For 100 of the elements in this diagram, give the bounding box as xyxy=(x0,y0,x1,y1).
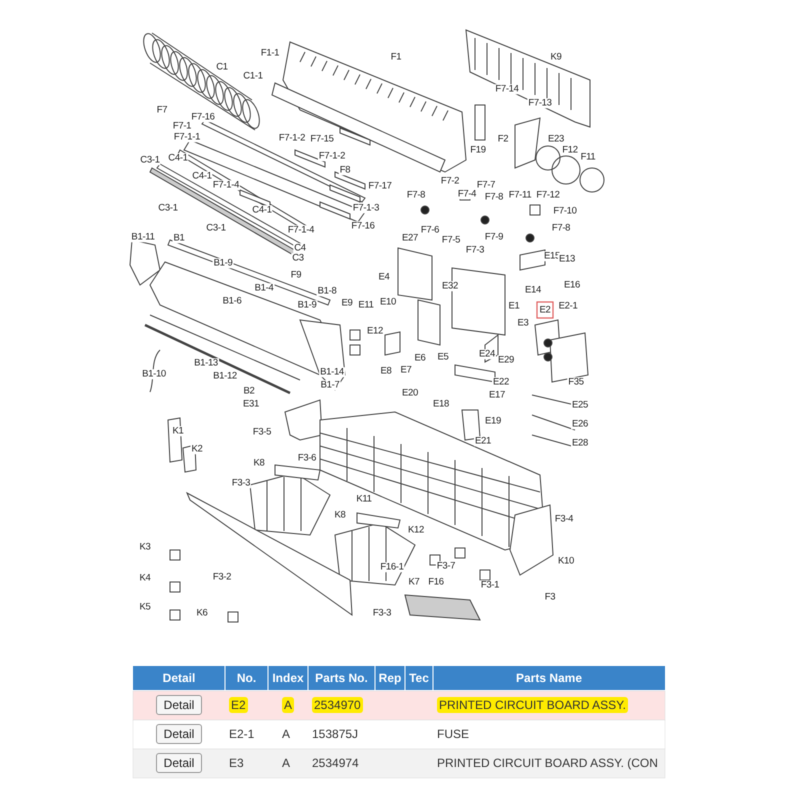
callout-number: E20 xyxy=(401,388,419,398)
callout-number: B1-7 xyxy=(320,380,340,390)
callout-number: C3 xyxy=(291,253,305,263)
callout-number: F11 xyxy=(580,152,596,162)
column-header: Index xyxy=(271,670,305,687)
callout-number: K6 xyxy=(195,608,209,618)
callout-number: F12 xyxy=(561,145,579,155)
callout-number: B1-12 xyxy=(212,371,238,381)
callout-number: E3 xyxy=(516,318,530,328)
callout-number: F8 xyxy=(338,165,352,175)
callout-number: E4 xyxy=(377,272,391,282)
part-number-cell: E2-1 xyxy=(229,728,254,740)
callout-number: B1-9 xyxy=(296,300,318,310)
callout-number: C3-1 xyxy=(157,203,179,213)
callout-number: F3-5 xyxy=(252,427,272,437)
part-number-cell: E3 xyxy=(229,757,244,769)
callout-number: E2-1 xyxy=(558,301,578,311)
callout-number: F16-1 xyxy=(379,562,405,572)
parts-number-cell: 2534970 xyxy=(312,697,363,713)
callout-number: F19 xyxy=(469,145,487,155)
callout-number: E25 xyxy=(571,400,589,410)
parts-number-cell: 2534974 xyxy=(312,757,359,769)
callout-number: E24 xyxy=(478,349,496,359)
callout-number: E23 xyxy=(547,134,565,144)
callout-number: K2 xyxy=(190,444,204,454)
callout-number: K8 xyxy=(333,510,347,520)
callout-number: E22 xyxy=(492,377,510,387)
callout-number: E7 xyxy=(399,365,413,375)
callout-number: F7-13 xyxy=(527,98,553,108)
parts-name-cell: PRINTED CIRCUIT BOARD ASSY. (CON xyxy=(437,757,658,769)
detail-button: Detail xyxy=(156,695,202,715)
callout-number: E31 xyxy=(242,399,260,409)
callout-number: F3-1 xyxy=(480,580,500,590)
callout-number: E32 xyxy=(441,281,459,291)
callout-number: B1-8 xyxy=(316,286,338,296)
callout-number: B1-4 xyxy=(254,283,274,293)
parts-number-cell: 153875J xyxy=(312,728,358,740)
callout-number: K1 xyxy=(171,426,185,436)
callout-number: K3 xyxy=(138,542,152,552)
callout-number: F3-6 xyxy=(296,453,318,463)
part-number-cell: E2 xyxy=(229,697,248,713)
callout-number: F1 xyxy=(390,52,402,62)
callout-number: C4-1 xyxy=(191,171,213,181)
callout-number: F7-9 xyxy=(484,232,504,242)
callout-number: F7-15 xyxy=(309,134,335,144)
callout-number: B1-6 xyxy=(222,296,242,306)
callout-number: K8 xyxy=(252,458,266,468)
callout-number: F7-1 xyxy=(172,121,192,131)
callout-number: F7-6 xyxy=(420,225,440,235)
callout-number: C1 xyxy=(215,62,229,72)
callout-number: F7-4 xyxy=(456,189,478,199)
callout-number: K12 xyxy=(407,525,425,535)
index-cell: A xyxy=(282,697,294,713)
callout-number: F7-12 xyxy=(535,190,561,200)
callout-number: F7-7 xyxy=(476,180,496,190)
callout-number: C1-1 xyxy=(242,71,264,81)
callout-number: K11 xyxy=(355,494,373,504)
callout-number: E2 xyxy=(538,305,552,315)
callout-number: B1-10 xyxy=(141,369,167,379)
callout-number: F7-1-4 xyxy=(212,180,240,190)
column-header: Parts Name xyxy=(514,670,584,687)
callout-number: C3-1 xyxy=(205,223,227,233)
callout-number: B1-9 xyxy=(212,258,234,268)
callout-number: E13 xyxy=(558,254,576,264)
callout-number: F3-3 xyxy=(372,608,392,618)
column-header: Detail xyxy=(162,670,196,687)
callout-number: C4-1 xyxy=(251,205,273,215)
callout-number: F7-1-2 xyxy=(278,133,306,143)
column-header: No. xyxy=(236,670,258,687)
callout-number: E16 xyxy=(563,280,581,290)
callout-number: F16 xyxy=(427,577,445,587)
callout-number: K10 xyxy=(557,556,575,566)
column-header: Rep xyxy=(378,670,402,687)
callout-number: F7-1-2 xyxy=(318,151,346,161)
callout-number: E12 xyxy=(366,326,384,336)
callout-number: F7-1-3 xyxy=(352,203,380,213)
callout-number: F3-3 xyxy=(230,478,252,488)
callout-number: F7-5 xyxy=(440,235,462,245)
callout-number: F3-4 xyxy=(554,514,574,524)
callout-number: C4-1 xyxy=(167,153,189,163)
callout-number: E21 xyxy=(474,436,492,446)
callout-number: F7-3 xyxy=(464,245,486,255)
callout-number: K7 xyxy=(407,577,421,587)
detail-button: Detail xyxy=(156,724,202,744)
callout-number: B1-14 xyxy=(319,367,345,377)
callout-number: F7 xyxy=(156,105,168,115)
callout-number: C4 xyxy=(293,243,307,253)
callout-number: E8 xyxy=(379,366,393,376)
callout-number: E9 xyxy=(340,298,354,308)
callout-number: E6 xyxy=(413,353,427,363)
callout-number: E11 xyxy=(357,300,375,310)
detail-button: Detail xyxy=(156,753,202,773)
callout-number: B1-11 xyxy=(130,232,156,242)
callout-number: E29 xyxy=(497,355,515,365)
callout-number: F3 xyxy=(544,592,556,602)
callout-number: F7-11 xyxy=(508,190,532,200)
callout-number: E27 xyxy=(401,233,419,243)
callout-number: F7-17 xyxy=(367,181,393,191)
callout-number: B1 xyxy=(172,233,186,243)
callout-number: E17 xyxy=(488,390,506,400)
